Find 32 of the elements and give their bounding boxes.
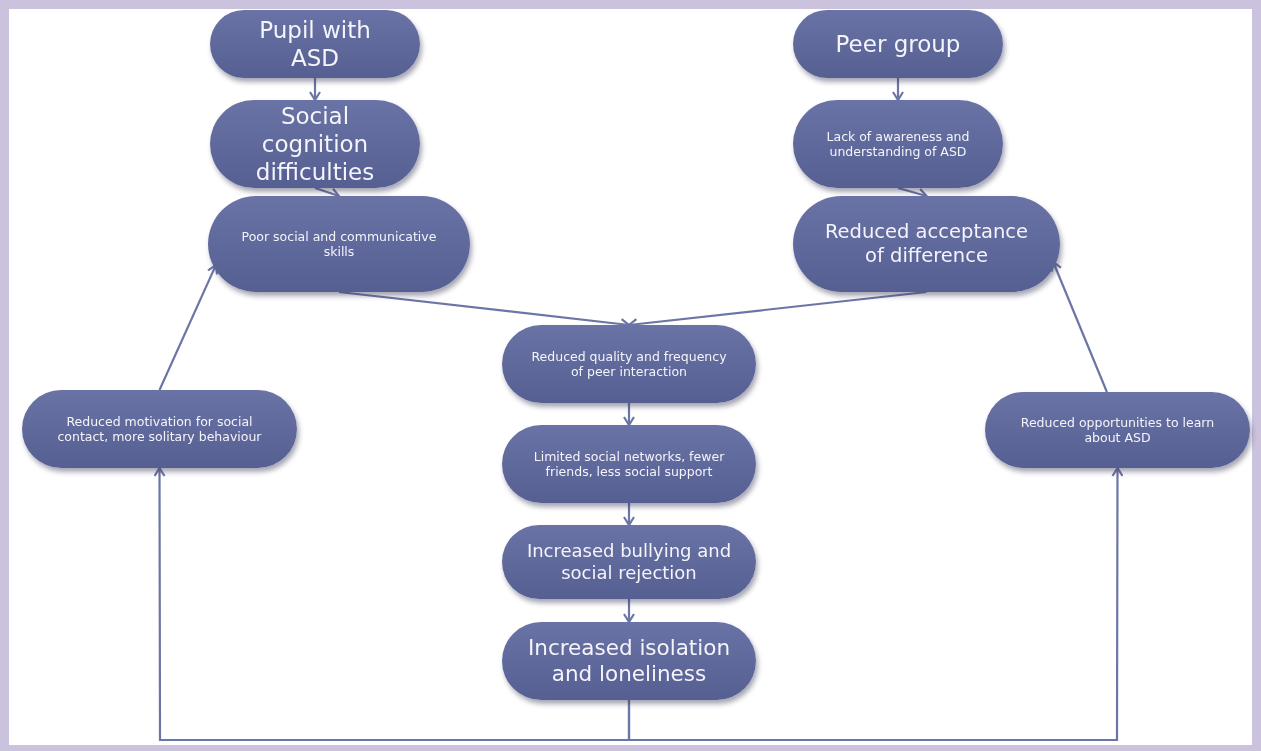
process-pill	[502, 525, 756, 599]
process-pill	[22, 390, 297, 468]
process-pill	[502, 622, 756, 700]
node-label: Limited social networks, fewer friends, less social support	[532, 448, 726, 480]
process-pill	[210, 10, 420, 78]
process-pill	[502, 325, 756, 403]
node-label: Poor social and communicative skills	[240, 228, 438, 260]
node-label: Reduced motivation for social contact, more solitary behaviour	[56, 413, 263, 445]
node-label: Increased bullying and social rejection	[525, 540, 733, 584]
process-pill	[985, 392, 1250, 468]
node-label: Reduced acceptance of difference	[823, 220, 1030, 268]
arrow	[622, 403, 636, 427]
arrow	[622, 599, 636, 624]
process-pill	[208, 196, 470, 292]
process-pill	[502, 425, 756, 503]
arrow	[158, 264, 219, 391]
arrow	[622, 503, 636, 527]
process-pill	[793, 100, 1003, 188]
node-label: Increased isolation and loneliness	[526, 634, 732, 688]
node-label: Lack of awareness and understanding of ASD	[825, 128, 971, 160]
process-pill	[793, 10, 1003, 78]
arrow	[308, 78, 322, 102]
node-label: Reduced opportunities to learn about ASD	[1019, 414, 1216, 446]
arrow	[153, 466, 631, 742]
node-label: Pupil with ASD	[258, 15, 372, 73]
arrow	[891, 78, 905, 102]
process-pill	[210, 100, 420, 188]
arrow	[627, 466, 1124, 742]
node-label: Peer group	[835, 29, 961, 58]
node-label: Reduced quality and frequency of peer interaction	[530, 348, 728, 380]
node-label: Social cognition difficulties	[254, 101, 376, 187]
process-pill	[793, 196, 1060, 292]
